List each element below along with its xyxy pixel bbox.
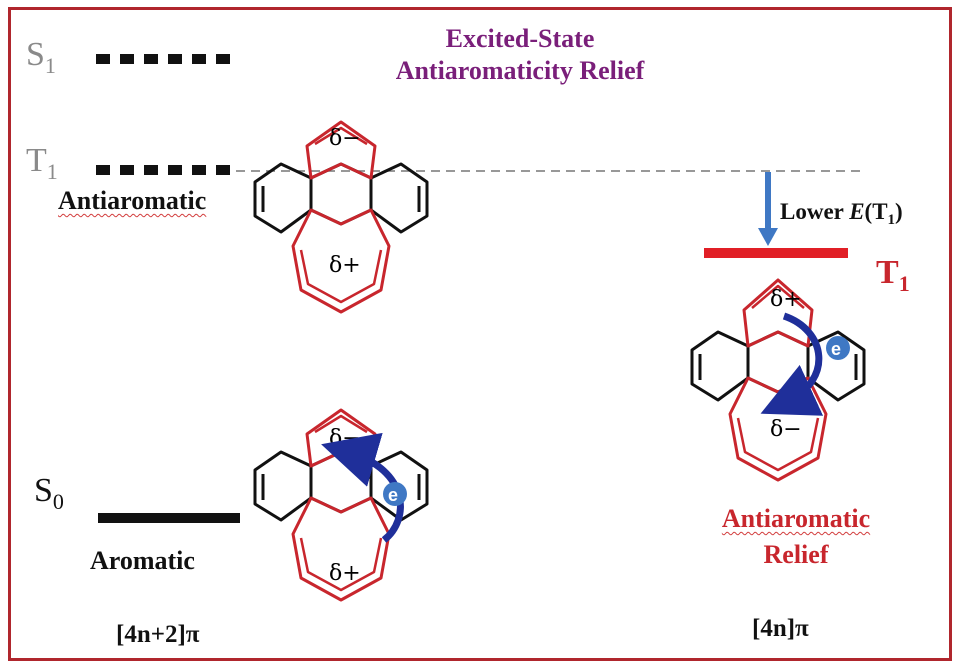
- rule-right-label: [4n]π: [752, 615, 809, 642]
- bottom-lower-charge: δ+: [329, 561, 361, 586]
- diagram-title: Excited-State Antiaromaticity Relief: [340, 26, 700, 84]
- right-electron-badge: [826, 336, 850, 360]
- antiaromatic-relief-label: Antiaromatic Relief: [676, 506, 916, 568]
- diagram-frame: [8, 7, 952, 661]
- lower-energy-label: Lower E(T1): [780, 199, 903, 228]
- s1-label: S1: [26, 36, 56, 78]
- molecule-bottom: [253, 408, 429, 602]
- top-upper-charge: δ−: [329, 126, 361, 151]
- bottom-electron-symbol: e: [388, 485, 398, 505]
- s0-label: S0: [34, 472, 64, 514]
- title-line-1: Excited-State: [445, 24, 595, 53]
- rule-left-label: [4n+2]π: [116, 621, 200, 648]
- bottom-electron-badge: [383, 482, 407, 506]
- right-upper-charge: δ+: [770, 287, 802, 312]
- aromatic-label: Aromatic: [90, 546, 195, 575]
- relief-line-1: Antiaromatic: [721, 504, 871, 533]
- t1-left-label: T1: [26, 142, 58, 184]
- relief-line-2: Relief: [763, 540, 829, 569]
- molecule-top: [253, 120, 429, 314]
- top-lower-charge: δ+: [329, 253, 361, 278]
- t1-right-label: T1: [876, 254, 910, 296]
- right-electron-arrow: [760, 312, 824, 416]
- right-lower-charge: δ−: [770, 417, 802, 442]
- bottom-upper-charge: δ−: [329, 426, 361, 451]
- title-line-2: Antiaromaticity Relief: [395, 56, 645, 85]
- antiaromatic-label: Antiaromatic: [58, 186, 207, 215]
- right-electron-symbol: e: [831, 339, 841, 359]
- energy-lowering-arrow: [758, 172, 778, 246]
